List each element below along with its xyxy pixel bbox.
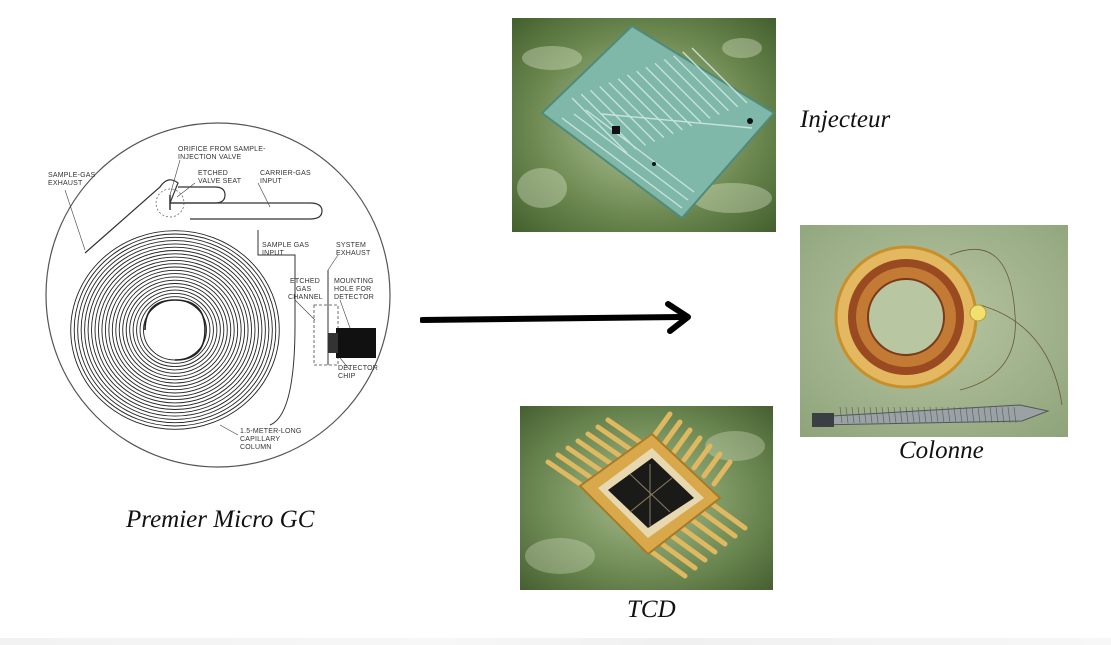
capillary-spiral bbox=[70, 230, 280, 430]
caption-colonne: Colonne bbox=[899, 437, 984, 464]
bottom-strip bbox=[0, 638, 1111, 645]
column-photo bbox=[800, 225, 1068, 437]
flow-arrow bbox=[420, 298, 700, 340]
injector-photo bbox=[512, 18, 776, 232]
tcd-photo bbox=[520, 406, 773, 590]
caption-premier-micro-gc: Premier Micro GC bbox=[126, 506, 315, 533]
right-arrow-icon bbox=[420, 301, 691, 334]
label-orifice: ORIFICE FROM SAMPLE-INJECTION VALVE bbox=[178, 146, 266, 161]
caption-injecteur: Injecteur bbox=[800, 106, 891, 133]
caption-tcd: TCD bbox=[627, 596, 676, 623]
